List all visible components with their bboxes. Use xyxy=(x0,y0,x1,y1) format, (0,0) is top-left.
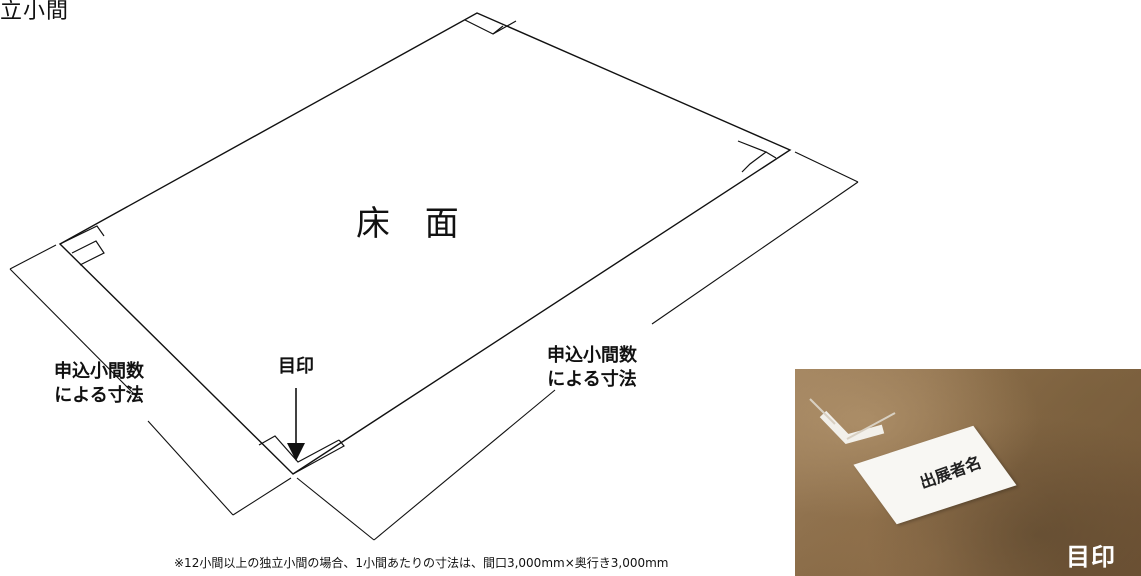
corner-mark-right xyxy=(737,140,768,173)
corner-mark-bottom xyxy=(258,435,340,463)
dim-right-line-b xyxy=(373,389,556,541)
dimension-label-left: 申込小間数 による寸法 xyxy=(54,360,144,408)
marker-label: 目印 xyxy=(278,356,314,377)
corner-mark-top-2 xyxy=(492,25,504,35)
dimension-label-right: 申込小間数 による寸法 xyxy=(547,344,637,392)
photo-tape-line-2 xyxy=(809,398,836,425)
dimension-label-left-line2: による寸法 xyxy=(54,385,144,406)
page-title: 立小間 xyxy=(0,0,70,24)
photo-caption: 目印 xyxy=(1066,543,1116,571)
footnote: ※12小間以上の独立小間の場合、1小間あたりの寸法は、間口3,000mm×奥行き… xyxy=(174,556,669,570)
dim-right-ext-bottom xyxy=(296,477,375,541)
floor-outline xyxy=(58,12,792,475)
corner-mark-left xyxy=(71,240,105,266)
dim-left-ext-top xyxy=(9,244,57,270)
dim-left-ext-bottom xyxy=(232,477,292,516)
photo-floor-marks xyxy=(809,398,896,445)
marker-arrow-head xyxy=(287,443,305,461)
corner-mark-bottom-2 xyxy=(292,439,345,475)
marker-photo xyxy=(795,369,1141,576)
dim-left-line-a xyxy=(9,268,139,399)
floor-label: 床 面 xyxy=(356,204,471,244)
dimension-label-right-line1: 申込小間数 xyxy=(547,345,637,366)
dimension-label-right-line2: による寸法 xyxy=(547,369,637,390)
dimension-label-left-line1: 申込小間数 xyxy=(54,361,144,382)
corner-mark-left-2 xyxy=(59,225,105,245)
dim-right-ext-right xyxy=(794,151,859,183)
dim-left-line-b xyxy=(147,420,234,516)
corner-mark-right-2 xyxy=(765,151,777,159)
photo-tape-line xyxy=(846,412,896,440)
dim-right-line-a xyxy=(651,181,859,325)
